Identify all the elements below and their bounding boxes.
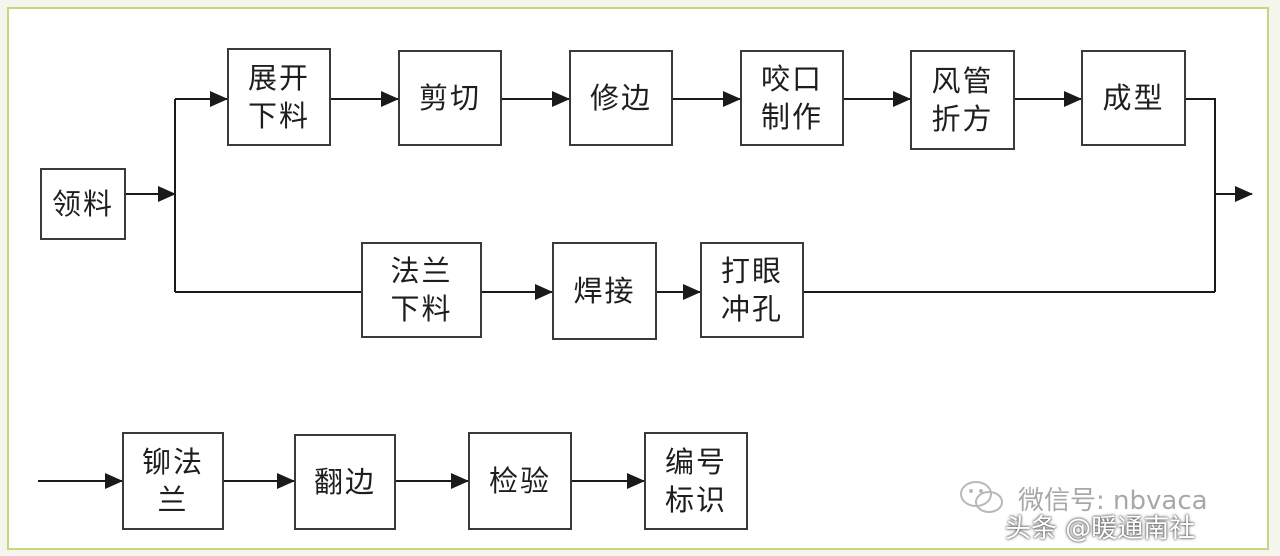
node-jianqie: 剪切 <box>398 50 502 146</box>
watermark-wechat-id: 微信号: nbvaca <box>1018 486 1208 516</box>
node-dayan-chongkong: 打眼 冲孔 <box>700 242 804 338</box>
node-label-line1: 咬口 <box>760 62 823 96</box>
node-label: 成型 <box>1102 81 1165 115</box>
node-label-line1: 编号 <box>664 445 727 479</box>
node-label-line1: 铆法 <box>141 445 204 479</box>
node-label: 检验 <box>488 464 551 498</box>
node-falan-xialiao: 法兰 下料 <box>361 242 482 338</box>
node-label-line1: 法兰 <box>390 254 453 288</box>
node-label-line1: 展开 <box>247 61 310 95</box>
node-label: 翻边 <box>313 465 376 499</box>
node-label-line2: 折方 <box>931 102 994 136</box>
watermark-toutiao: 头条 @暖通南社 <box>1005 514 1196 544</box>
node-mao-falan: 铆法 兰 <box>122 432 224 530</box>
node-yaokou-zhizuo: 咬口 制作 <box>740 50 844 146</box>
node-lingliao: 领料 <box>40 168 126 240</box>
node-jianyan: 检验 <box>468 432 572 530</box>
node-zhankai-xialiao: 展开 下料 <box>227 48 331 146</box>
wechat-icon <box>960 481 1003 513</box>
node-label: 剪切 <box>418 81 481 115</box>
node-label-line2: 标识 <box>664 483 727 517</box>
node-label-line2: 下料 <box>247 99 310 133</box>
node-label-line2: 制作 <box>760 100 823 134</box>
node-label: 领料 <box>51 187 114 221</box>
node-bianhao-biaoshi: 编号 标识 <box>644 432 748 530</box>
node-fengguan-zhefang: 风管 折方 <box>910 50 1015 150</box>
node-label-line1: 打眼 <box>720 254 783 288</box>
node-chengxing: 成型 <box>1081 50 1186 146</box>
node-hanjie: 焊接 <box>552 242 657 340</box>
node-label-line1: 风管 <box>931 64 994 98</box>
node-label-line2: 冲孔 <box>720 292 783 326</box>
node-fanbian: 翻边 <box>294 434 396 530</box>
node-label: 焊接 <box>573 274 636 308</box>
node-label: 修边 <box>589 81 652 115</box>
node-label-line2: 下料 <box>390 292 453 326</box>
node-label-line2: 兰 <box>157 483 189 517</box>
node-xiubian: 修边 <box>569 50 673 146</box>
